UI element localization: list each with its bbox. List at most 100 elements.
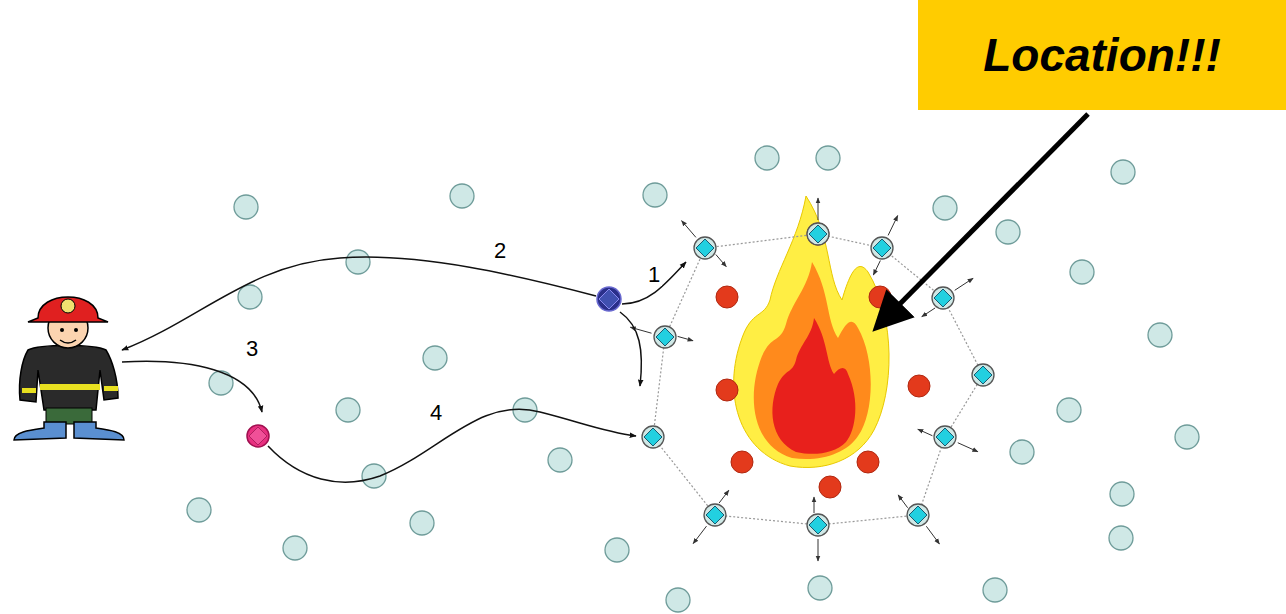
boundary-circle [642,426,664,448]
sensor-node [605,538,629,562]
boundary-node [932,287,954,309]
boundary-outline [653,234,983,525]
boundary-diamond [696,239,714,257]
notify-arrow [926,526,939,544]
hot-sensor [731,451,753,473]
boundary-node [694,237,716,259]
sensor-node [1070,260,1094,284]
eye [74,328,78,332]
boundary-diamond [706,506,724,524]
sensor-node [209,371,233,395]
callout-number: 1 [646,264,662,286]
arrow-3 [122,361,262,412]
sensor-node [816,146,840,170]
blue-node-diamond [599,289,619,309]
helmet [28,297,108,322]
boundary-diamond [809,225,827,243]
boot [74,422,124,440]
hot-sensor [716,286,738,308]
blue-node [597,287,621,311]
firefighter [14,297,124,440]
boundary-circle [907,504,929,526]
sensor-node [362,464,386,488]
sensor-node [548,448,572,472]
boundary-diamond [936,428,954,446]
notify-arrow [716,255,726,267]
boundary-node [807,514,829,536]
notify-arrow [955,278,973,290]
boundary-diamond [934,289,952,307]
notify-arrow [922,308,935,317]
sensor-node [643,183,667,207]
notify-arrow [678,336,693,340]
coat [19,346,118,411]
callout-number: 2 [492,240,508,262]
flame-middle [754,262,871,459]
boundary-diamond [974,366,992,384]
sensor-node [983,578,1007,602]
sensor-node [808,576,832,600]
boundary-node [704,504,726,526]
sensor-node [234,195,258,219]
eye [60,328,64,332]
boundary-diamond [809,516,827,534]
notify-arrow [898,495,908,508]
boundary-circle [934,426,956,448]
sensor-node [1110,482,1134,506]
sink-node [597,287,621,311]
boundary-diamond [644,428,662,446]
boundary-diamond [909,506,927,524]
notify-arrow [719,490,729,503]
sensor-node [996,220,1020,244]
notify-arrow [693,526,706,543]
sensor-field [187,146,1199,612]
callout-box: Location!!! [918,0,1286,110]
sensor-node [1148,323,1172,347]
sensor-node [336,398,360,422]
callout-arrow [878,114,1088,326]
boundary-node [972,364,994,386]
notify-arrow [682,221,696,238]
flame-core [772,318,855,454]
hot-sensor [869,286,891,308]
notify-arrow [873,261,880,275]
sensor-node [1109,526,1133,550]
arrow-1 [622,262,686,304]
boundary-node [907,504,929,526]
boundary-circle [807,514,829,536]
hot-sensor [857,451,879,473]
callout-number: 3 [244,338,260,360]
sensor-node [666,588,690,612]
boundary-circle [694,237,716,259]
notify-arrow [814,497,815,513]
boundary-circle [932,287,954,309]
boundary-circle [807,223,829,245]
pink-node [247,425,269,447]
sensor-node [1057,398,1081,422]
coat-stripe [104,386,118,391]
boundary-circle [654,326,676,348]
boundary-diamond [656,328,674,346]
sensor-node [1010,440,1034,464]
arrow-2 [122,257,596,350]
sensor-node [1111,160,1135,184]
notify-arrow [818,198,819,220]
coat-stripe [22,388,36,393]
sensor-node [346,250,370,274]
sensor-node [283,536,307,560]
sensor-node [933,196,957,220]
boundary-node [807,223,829,245]
notify-arrow [958,443,978,452]
arrow-4 [268,409,636,482]
sensor-node [238,285,262,309]
notify-arrow [888,216,898,236]
hot-sensor [807,223,829,245]
notify-arrow [918,429,933,436]
boundary-node [871,237,893,259]
boundary-circle [704,504,726,526]
boundary-circle [871,237,893,259]
source-node [247,425,269,447]
callout-text: Location!!! [983,30,1221,81]
callout-number: 4 [428,402,444,424]
